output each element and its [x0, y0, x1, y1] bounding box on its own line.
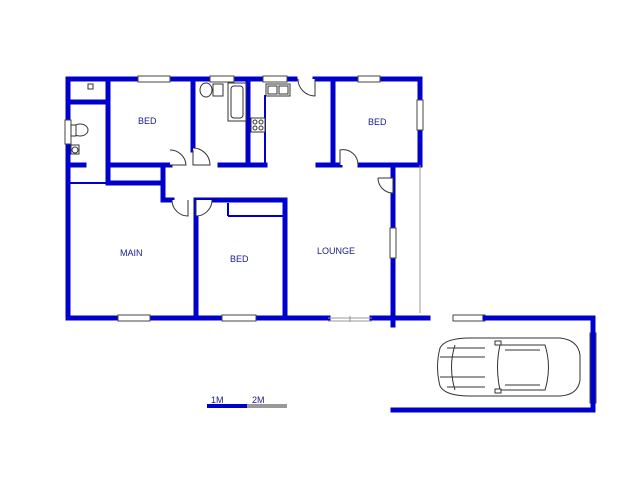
scale-bar: 1M 2M [207, 395, 287, 408]
room-label-bed-top-right: BED [368, 117, 387, 127]
garage [390, 165, 596, 413]
room-label-lounge: LOUNGE [317, 246, 355, 256]
room-label-main: MAIN [120, 248, 143, 258]
interior-walls [65, 76, 423, 321]
room-label-bed-top-left: BED [138, 116, 157, 126]
scale-label-2m: 2M [252, 395, 265, 405]
doors [169, 78, 394, 217]
car-icon [437, 337, 581, 397]
room-label-bed-middle: BED [230, 254, 249, 264]
fixtures [70, 82, 291, 155]
scale-label-1m: 1M [211, 395, 224, 405]
